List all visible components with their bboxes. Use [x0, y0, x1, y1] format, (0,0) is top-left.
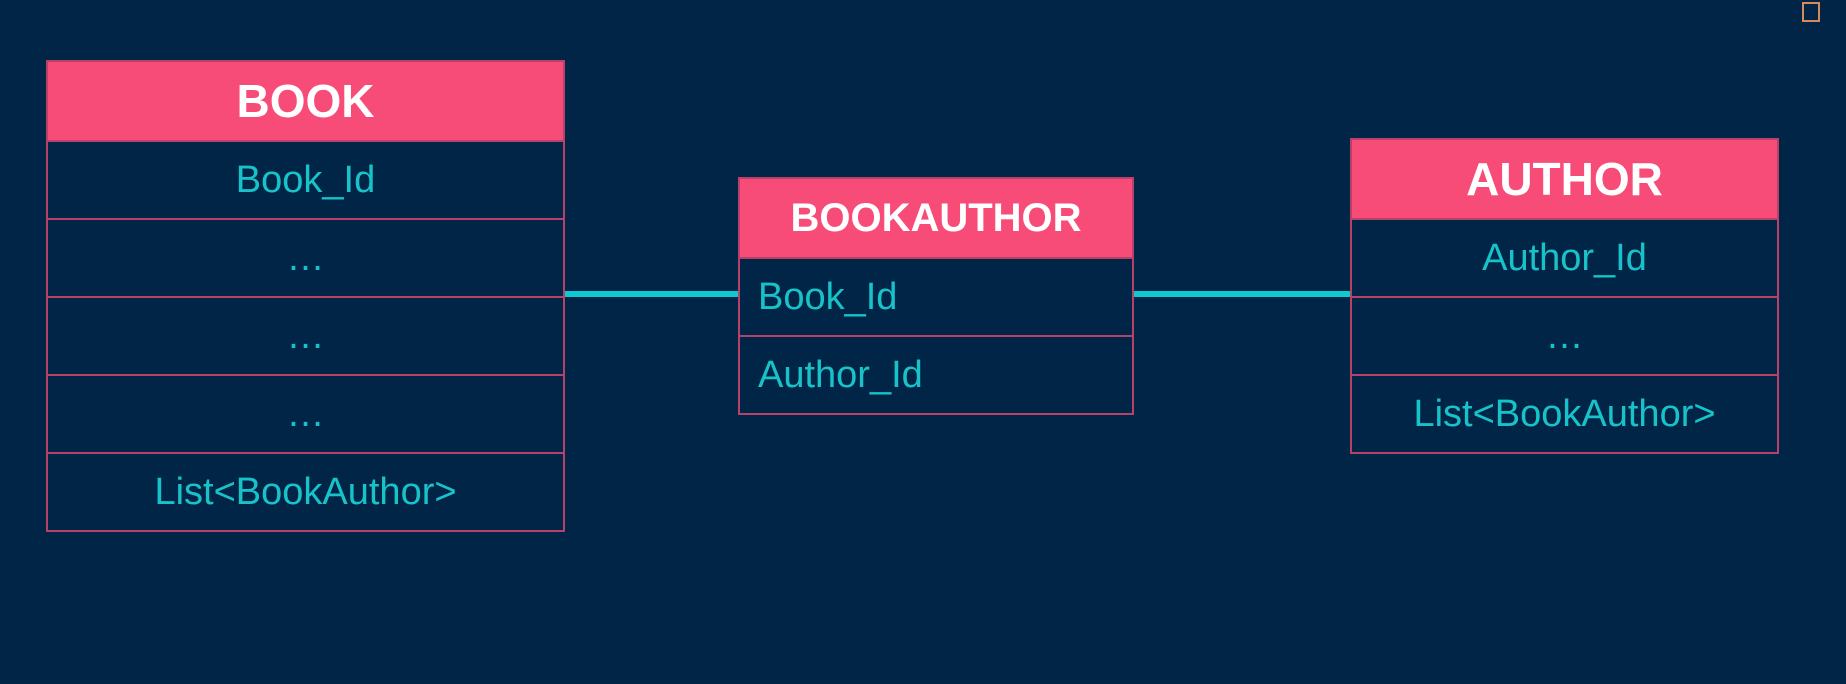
bookauthor-author-connector	[1134, 291, 1350, 297]
author-entity-title: AUTHOR	[1352, 140, 1777, 218]
author-field-ellipsis: …	[1352, 296, 1777, 374]
book-field-ellipsis-2: …	[48, 296, 563, 374]
book-field-ellipsis-3: …	[48, 374, 563, 452]
bookauthor-entity-title: BOOKAUTHOR	[740, 179, 1132, 257]
bookauthor-field-author-id: Author_Id	[740, 335, 1132, 413]
author-field-author-id: Author_Id	[1352, 218, 1777, 296]
book-field-bookauthor-list: List<BookAuthor>	[48, 452, 563, 530]
book-bookauthor-connector	[565, 291, 738, 297]
book-field-book-id: Book_Id	[48, 140, 563, 218]
author-field-bookauthor-list: List<BookAuthor>	[1352, 374, 1777, 452]
window-square-icon[interactable]	[1802, 2, 1820, 22]
book-field-ellipsis-1: …	[48, 218, 563, 296]
bookauthor-field-book-id: Book_Id	[740, 257, 1132, 335]
book-entity: BOOK Book_Id … … … List<BookAuthor>	[46, 60, 565, 532]
author-entity: AUTHOR Author_Id … List<BookAuthor>	[1350, 138, 1779, 454]
bookauthor-entity: BOOKAUTHOR Book_Id Author_Id	[738, 177, 1134, 415]
book-entity-title: BOOK	[48, 62, 563, 140]
